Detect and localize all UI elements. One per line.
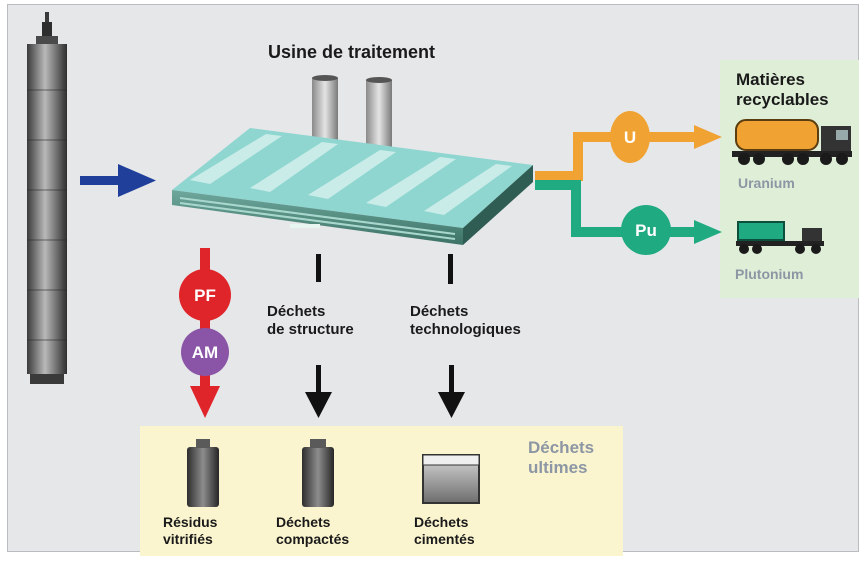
pf-label: PF [194,286,216,305]
fuel-assembly [27,12,67,384]
factory-illustration [172,75,533,245]
uranium-label: Uranium [738,175,795,191]
plutonium-symbol: Pu [635,221,657,240]
plutonium-flow [535,180,722,255]
cement-container-icon [422,454,480,504]
vitrified-canister-icon [187,439,219,507]
technological-waste-label: Déchets technologiques [410,303,521,338]
compacted-canister-icon [302,439,334,507]
plutonium-label: Plutonium [735,266,804,282]
am-label: AM [192,343,218,362]
uranium-flow [535,111,722,181]
structure-waste-arrow [305,254,332,418]
ultimate-waste-heading: Déchets ultimes [528,438,595,478]
recyclables-heading: Matières recyclables [736,70,829,110]
plutonium-truck-icon [736,221,824,254]
plant-title: Usine de traitement [268,42,436,62]
feed-arrow [80,164,156,197]
vitrified-residues-label: Résidus vitrifiés [163,514,218,547]
compacted-waste-label: Déchets compactés [276,514,350,547]
structure-waste-label: Déchets de structure [267,303,354,338]
uranium-symbol: U [624,128,636,147]
ultimate-waste-panel [140,426,623,556]
recyclables-panel [720,60,859,298]
fission-products-flow [179,248,231,418]
cemented-waste-label: Déchets cimentés [414,514,475,547]
uranium-truck-icon [732,119,852,165]
technological-waste-arrow [438,254,465,418]
